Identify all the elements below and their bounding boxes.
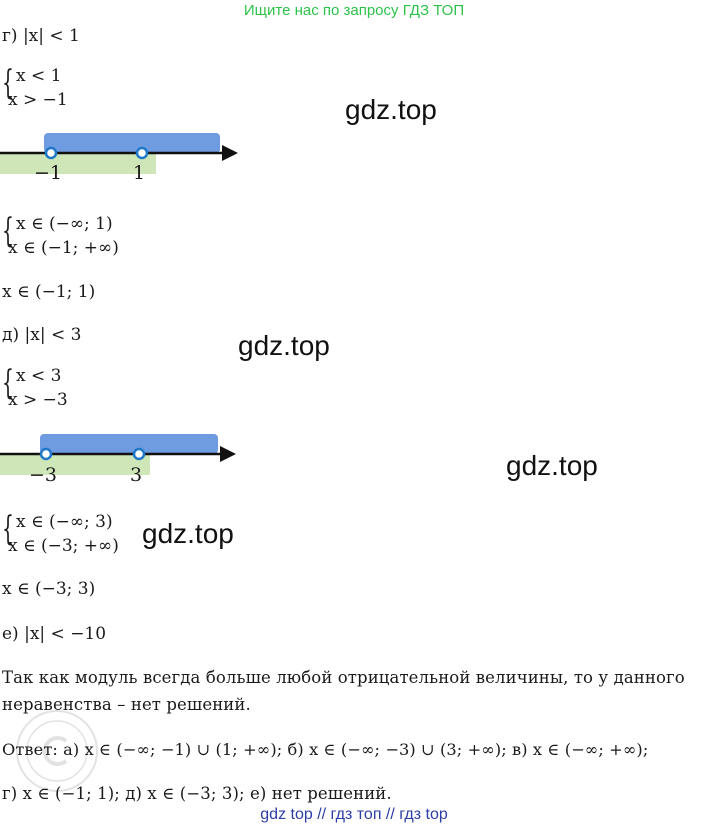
system-line: x < 1	[16, 66, 62, 86]
search-banner: Ищите нас по запросу ГДЗ ТОП	[243, 2, 465, 19]
solution-band-left	[0, 154, 156, 174]
watermark: gdz.top	[345, 94, 437, 125]
axis-arrow-icon	[222, 145, 238, 161]
system-brace: {	[2, 509, 14, 549]
system-brace: {	[2, 63, 14, 103]
part-d-label: д) |x| < 3	[2, 325, 82, 345]
system-line: x > −1	[8, 90, 68, 110]
result-line: x ∈ (−3; 3)	[2, 579, 96, 599]
footer-links: gdz top // гдз топ // гдз top	[260, 806, 448, 823]
solution-band-right	[40, 434, 218, 454]
open-point	[132, 447, 146, 461]
open-point	[135, 146, 149, 160]
explanation-line: Так как модуль всегда больше любой отриц…	[2, 668, 685, 687]
copyright-stamp-icon	[16, 710, 98, 792]
system-line: x ∈ (−3; +∞)	[8, 536, 119, 556]
watermark: gdz.top	[238, 330, 330, 361]
solution-band-right	[44, 133, 220, 153]
open-point	[39, 447, 53, 461]
axis-label-right: 3	[130, 464, 143, 486]
solution-band-left	[0, 455, 150, 475]
number-line-g	[0, 133, 238, 174]
system-line: x ∈ (−∞; 3)	[16, 512, 113, 532]
number-line-d	[0, 434, 236, 475]
explanation-line: неравенства – нет решений.	[2, 695, 251, 714]
result-line: x ∈ (−1; 1)	[2, 282, 96, 302]
axis-label-left: −3	[29, 464, 58, 486]
open-point	[44, 146, 58, 160]
axis-label-left: −1	[34, 162, 63, 184]
axis-label-right: 1	[133, 162, 146, 184]
part-e-label: е) |x| < −10	[2, 624, 107, 644]
system-brace: {	[2, 363, 14, 403]
watermark: gdz.top	[142, 518, 234, 549]
part-g-label: г) |x| < 1	[2, 26, 80, 46]
answer-line: г) x ∈ (−1; 1); д) x ∈ (−3; 3); е) нет р…	[2, 784, 392, 803]
watermark: gdz.top	[506, 450, 598, 481]
axis-arrow-icon	[220, 446, 236, 462]
system-brace: {	[2, 211, 14, 251]
system-line: x ∈ (−1; +∞)	[8, 238, 119, 258]
system-line: x > −3	[8, 390, 68, 410]
answer-line: Ответ: а) x ∈ (−∞; −1) ∪ (1; +∞); б) x ∈…	[2, 740, 649, 759]
system-line: x < 3	[16, 366, 62, 386]
system-line: x ∈ (−∞; 1)	[16, 214, 113, 234]
